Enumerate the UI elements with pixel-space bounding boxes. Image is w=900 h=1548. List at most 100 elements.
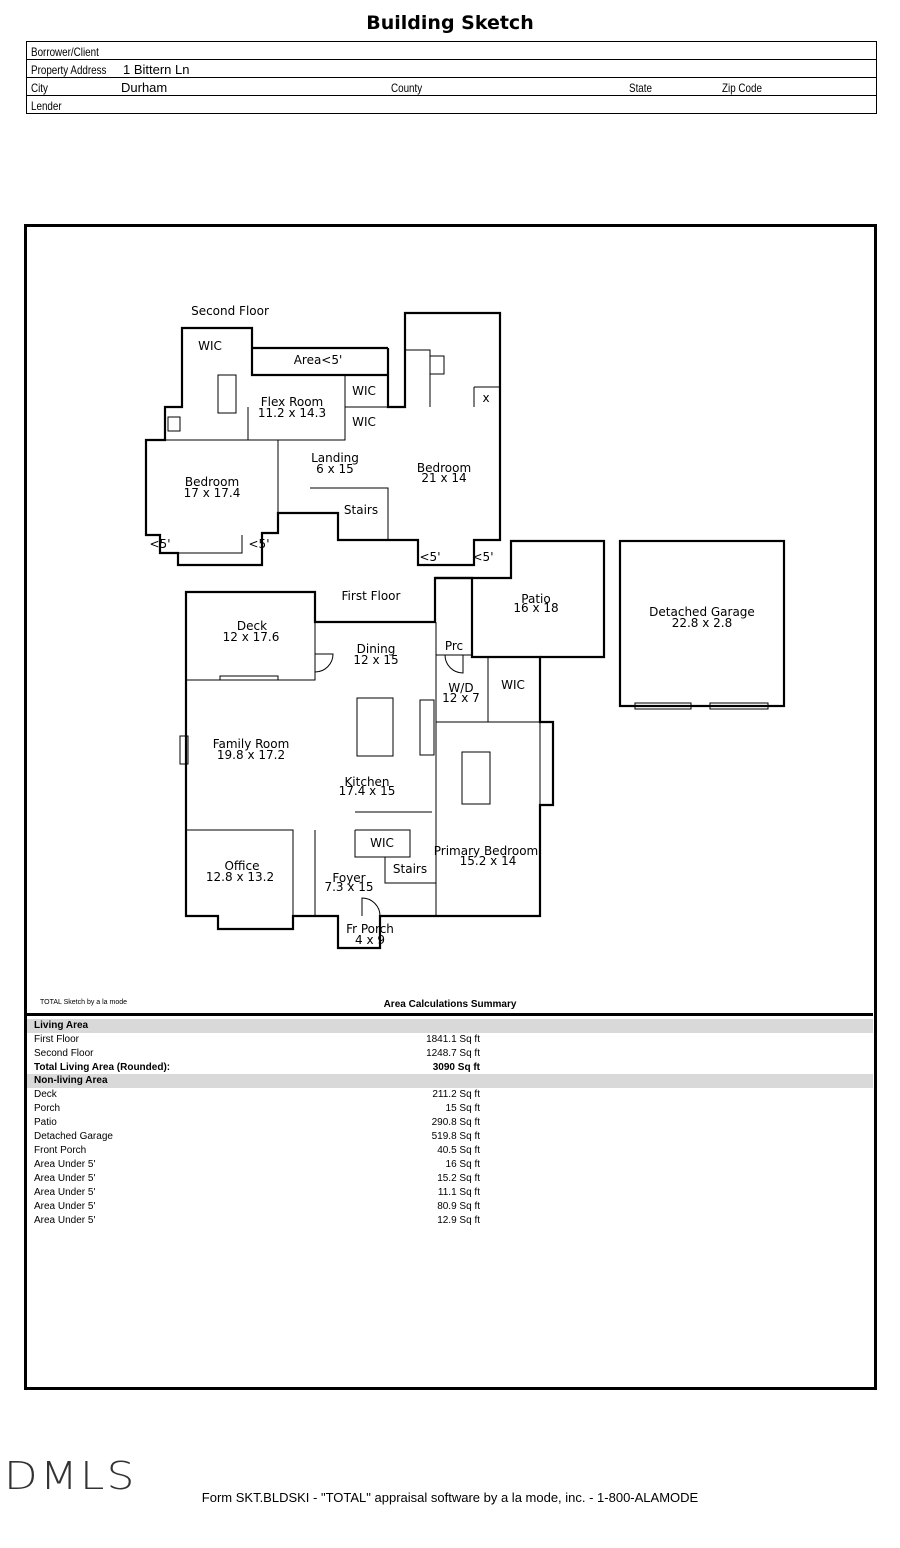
x-mark: x xyxy=(482,391,489,405)
room-patio: Patio xyxy=(521,592,550,606)
row-value: 11.1 Sq ft xyxy=(437,1187,480,1198)
row-value: 290.8 Sq ft xyxy=(431,1117,480,1128)
summary-row: First Floor 1841.1 Sq ft xyxy=(27,1033,873,1047)
room-area-lt5: Area<5' xyxy=(294,353,343,367)
address-value: 1 Bittern Ln xyxy=(123,62,190,77)
row-label: Front Porch xyxy=(34,1145,87,1156)
room-primary: Primary Bedroom xyxy=(434,844,538,858)
summary-row: Area Under 5'15.2 Sq ft xyxy=(27,1172,873,1186)
page-title: Building Sketch xyxy=(366,12,534,34)
total-label: Total Living Area (Rounded): xyxy=(34,1062,171,1073)
borrower-row: Borrower/Client xyxy=(27,42,877,60)
sketch-frame xyxy=(24,224,877,1390)
row-label: Area Under 5' xyxy=(34,1159,96,1170)
room-kitchen-dim: 17.4 x 15 xyxy=(339,784,396,798)
room-wic-top: WIC xyxy=(198,339,222,353)
room-patio-dim: 16 x 18 xyxy=(513,601,558,615)
room-foyer: Foyer xyxy=(332,871,365,885)
row-value: 80.9 Sq ft xyxy=(437,1201,480,1212)
summary-title: Area Calculations Summary xyxy=(383,999,517,1010)
row-label: Patio xyxy=(34,1117,57,1128)
room-bedroom-left-dim: 17 x 17.4 xyxy=(184,486,241,500)
room-wic-primary: WIC xyxy=(501,678,525,692)
room-lt5-a: <5' xyxy=(150,537,171,551)
row-value: 15 Sq ft xyxy=(445,1103,480,1114)
room-bedroom-right: Bedroom xyxy=(417,461,471,475)
row-value: 1248.7 Sq ft xyxy=(426,1048,480,1059)
row-value: 40.5 Sq ft xyxy=(437,1145,480,1156)
row-label: First Floor xyxy=(34,1034,79,1045)
room-lt5-c: <5' xyxy=(420,550,441,564)
room-kitchen: Kitchen xyxy=(344,775,389,789)
summary-divider xyxy=(27,1013,873,1016)
state-label: State xyxy=(629,81,652,95)
summary-row: Porch 15 Sq ft xyxy=(27,1102,873,1116)
borrower-label: Borrower/Client xyxy=(31,45,99,59)
living-header-label: Living Area xyxy=(34,1020,89,1031)
room-flex-dim: 11.2 x 14.3 xyxy=(258,406,326,420)
room-landing-dim: 6 x 15 xyxy=(316,462,354,476)
room-flex: Flex Room xyxy=(261,395,324,409)
room-garage: Detached Garage xyxy=(649,605,755,619)
non-living-header: Non-living Area xyxy=(27,1074,873,1088)
dmls-logo: DMLS xyxy=(4,1454,137,1498)
room-bedroom-right-dim: 21 x 14 xyxy=(421,471,466,485)
room-prc: Prc xyxy=(445,639,463,653)
address-label: Property Address xyxy=(31,63,107,77)
summary-row: Patio 290.8 Sq ft xyxy=(27,1116,873,1130)
walls-inner xyxy=(146,328,769,917)
room-landing: Landing xyxy=(311,451,359,465)
summary-row: Front Porch 40.5 Sq ft xyxy=(27,1144,873,1158)
room-foyer-dim: 7.3 x 15 xyxy=(324,880,373,894)
row-value: 211.2 Sq ft xyxy=(432,1089,480,1100)
summary-row: Detached Garage 519.8 Sq ft xyxy=(27,1130,873,1144)
row-value: 519.8 Sq ft xyxy=(431,1131,480,1142)
summary-row: Area Under 5' 80.9 Sq ft xyxy=(27,1200,873,1214)
nonliving-header-label: Non-living Area xyxy=(34,1075,108,1086)
property-info-table: Borrower/Client Property Address 1 Bitter… xyxy=(26,41,877,114)
room-wd-dim: 12 x 7 xyxy=(442,691,480,705)
row-value: 12.9 Sq ft xyxy=(437,1215,480,1226)
row-label: Detached Garage xyxy=(34,1131,113,1142)
room-garage-dim: 22.8 x 2.8 xyxy=(672,616,733,630)
room-wic-kitchen: WIC xyxy=(370,836,394,850)
room-dining-dim: 12 x 15 xyxy=(353,653,398,667)
summary-row: Area Under 5'11.1 Sq ft xyxy=(27,1186,873,1200)
lender-row: Lender xyxy=(26,95,877,114)
room-family: Family Room xyxy=(213,737,290,751)
row-value: 1841.1 Sq ft xyxy=(426,1034,480,1045)
room-stairs-down: Stairs xyxy=(393,862,427,876)
room-lt5-d: <5' xyxy=(473,550,494,564)
zip-label: Zip Code xyxy=(722,81,762,95)
row-label: Porch xyxy=(34,1103,61,1114)
row-value: 16 Sq ft xyxy=(445,1159,480,1170)
city-value: Durham xyxy=(121,80,168,95)
summary-row: Area Under 5' 16 Sq ft xyxy=(27,1158,873,1172)
total-value: 3090 Sq ft xyxy=(432,1062,480,1073)
total-row: Total Living Area (Rounded): 3090 Sq ft xyxy=(27,1061,873,1075)
room-office-dim: 12.8 x 13.2 xyxy=(206,870,274,884)
row-label: Area Under 5' xyxy=(34,1201,96,1212)
room-wd: W/D xyxy=(448,681,473,695)
summary-row: Area Under 5' 12.9 Sq ft xyxy=(27,1214,873,1228)
form-footer: Form SKT.BLDSKI - "TOTAL" appraisal soft… xyxy=(201,1490,699,1505)
county-label: County xyxy=(391,81,423,95)
floor-plan: Second Floor First Floor WIC Area<5' Fle… xyxy=(144,304,786,950)
first-floor-label: First Floor xyxy=(342,589,401,603)
row-label: Second Floor xyxy=(34,1048,94,1059)
summary-row: Deck 211.2 Sq ft xyxy=(27,1088,873,1102)
address-row: Property Address 1 Bittern Ln xyxy=(26,59,877,78)
room-family-dim: 19.8 x 17.2 xyxy=(217,748,285,762)
room-deck-dim: 12 x 17.6 xyxy=(223,630,280,644)
plan-labels: Second Floor First Floor WIC Area<5' Fle… xyxy=(150,304,755,947)
room-bedroom-left: Bedroom xyxy=(185,475,239,489)
room-office: Office xyxy=(224,859,259,873)
room-lt5-b: <5' xyxy=(249,537,270,551)
row-label: Area Under 5' xyxy=(34,1215,96,1226)
row-label: Deck xyxy=(34,1089,57,1100)
room-stairs-up: Stairs xyxy=(344,503,378,517)
living-area-header: Living Area xyxy=(27,1019,873,1033)
room-wic-flex1: WIC xyxy=(352,384,376,398)
summary-row: Second Floor 1248.7 Sq ft xyxy=(27,1047,873,1061)
room-primary-dim: 15.2 x 14 xyxy=(460,854,517,868)
